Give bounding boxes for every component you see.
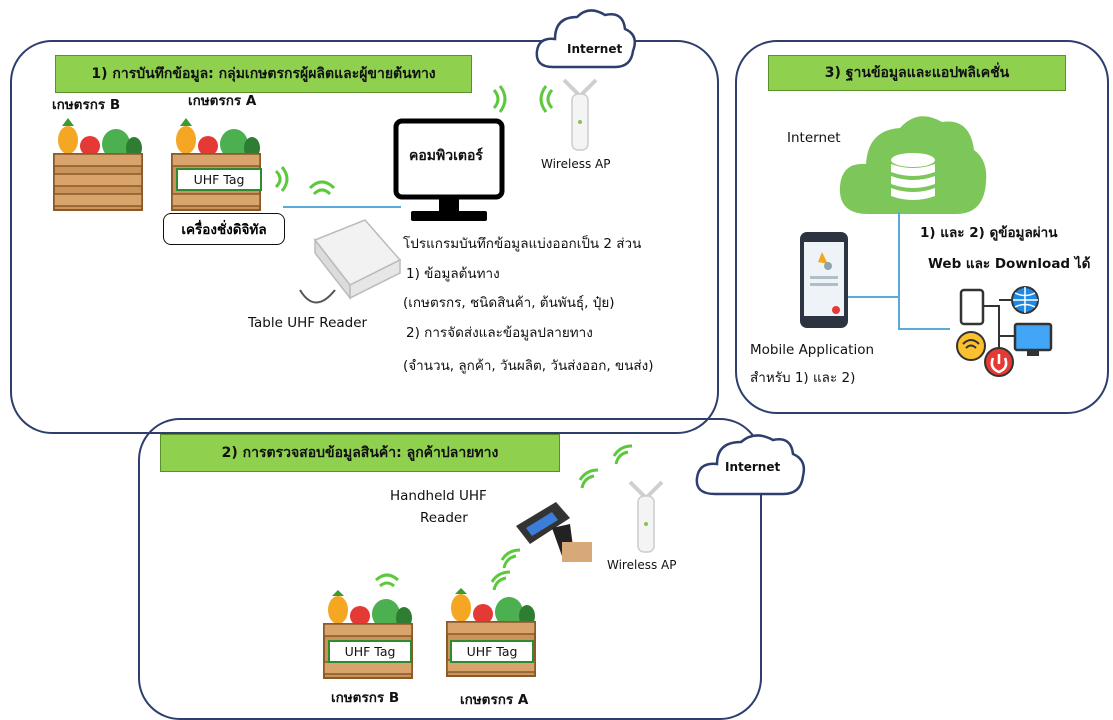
section1-farmer-a-label: เกษตรกร A: [188, 93, 257, 109]
program-line-2: 1) ข้อมูลต้นทาง: [406, 266, 500, 282]
web-download-line-1: 1) และ 2) ดูข้อมูลผ่าน: [920, 225, 1058, 241]
wifi-signal-icon: [578, 468, 599, 489]
section2-farmer-a-label: เกษตรกร A: [460, 692, 529, 708]
wifi-signal-icon: [612, 444, 633, 465]
wireless-ap-icon: [562, 78, 598, 151]
crate-farmer-a-icon: [446, 588, 536, 677]
section1-title: 1) การบันทึกข้อมูล: กลุ่มเกษตรกรผู้ผลิตแ…: [55, 55, 472, 93]
mobile-app-line-1: Mobile Application: [750, 342, 875, 358]
program-line-3: (เกษตรกร, ชนิดสินค้า, ต้นพันธุ์, ปุ๋ย): [403, 295, 615, 311]
section2-uhf-tag-b: UHF Tag: [328, 640, 412, 663]
section1-uhf-tag: UHF Tag: [176, 168, 262, 191]
wifi-signal-icon: [374, 573, 400, 588]
digital-scale-label: เครื่องชั่งดิจิทัล: [163, 213, 285, 245]
section1-internet-label: Internet: [567, 42, 623, 56]
wifi-signal-icon: [492, 85, 507, 113]
section1-wireless-ap-label: Wireless AP: [541, 157, 611, 171]
cloud-icon: [535, 9, 636, 69]
wifi-signal-icon: [500, 548, 521, 569]
wifi-signal-icon: [308, 180, 336, 196]
section2-internet-label: Internet: [725, 460, 781, 474]
section1-farmer-b-label: เกษตรกร B: [52, 97, 121, 113]
program-line-4: 2) การจัดส่งและข้อมูลปลายทาง: [406, 325, 593, 341]
wifi-signal-icon: [539, 85, 554, 113]
handheld-reader-label-1: Handheld UHF: [390, 488, 487, 504]
mobile-phone-icon: [800, 232, 848, 328]
section3-region: [735, 40, 1109, 414]
section3-internet-label: Internet: [787, 130, 841, 146]
connection-line: [283, 206, 401, 208]
wireless-ap-icon: [628, 480, 664, 553]
computer-icon: [393, 118, 505, 221]
connection-line: [898, 212, 900, 330]
crate-farmer-b-icon: [53, 118, 143, 211]
section2-title: 2) การตรวจสอบข้อมูลสินค้า: ลูกค้าปลายทาง: [160, 434, 560, 472]
web-download-line-2: Web และ Download ได้: [928, 256, 1091, 272]
crate-farmer-b-icon: [323, 590, 413, 679]
section1-region: [10, 40, 719, 434]
section2-region: [138, 418, 762, 720]
section2-uhf-tag-a: UHF Tag: [450, 640, 534, 663]
connected-devices-icon: [956, 286, 1053, 377]
connection-line: [898, 328, 950, 330]
cloud-database-icon: [839, 116, 987, 214]
handheld-reader-label-2: Reader: [420, 510, 468, 526]
section3-title: 3) ฐานข้อมูลและแอปพลิเคชั่น: [768, 55, 1066, 91]
computer-label: คอมพิวเตอร์: [409, 148, 483, 164]
table-uhf-reader-label: Table UHF Reader: [248, 315, 368, 331]
section2-farmer-b-label: เกษตรกร B: [331, 690, 400, 706]
wifi-signal-icon: [490, 570, 511, 591]
handheld-uhf-reader-icon: [516, 502, 592, 562]
wifi-signal-icon: [274, 166, 289, 192]
section2-wireless-ap-label: Wireless AP: [607, 558, 677, 572]
connection-line: [848, 296, 900, 298]
cloud-icon: [695, 434, 806, 496]
crate-farmer-a-icon: [171, 118, 261, 211]
program-line-5: (จำนวน, ลูกค้า, วันผลิต, วันส่งออก, ขนส่…: [403, 358, 654, 374]
program-line-1: โปรแกรมบันทึกข้อมูลแบ่งออกเป็น 2 ส่วน: [403, 236, 642, 252]
table-uhf-reader-icon: [299, 219, 402, 304]
mobile-app-line-2: สำหรับ 1) และ 2): [750, 370, 856, 386]
